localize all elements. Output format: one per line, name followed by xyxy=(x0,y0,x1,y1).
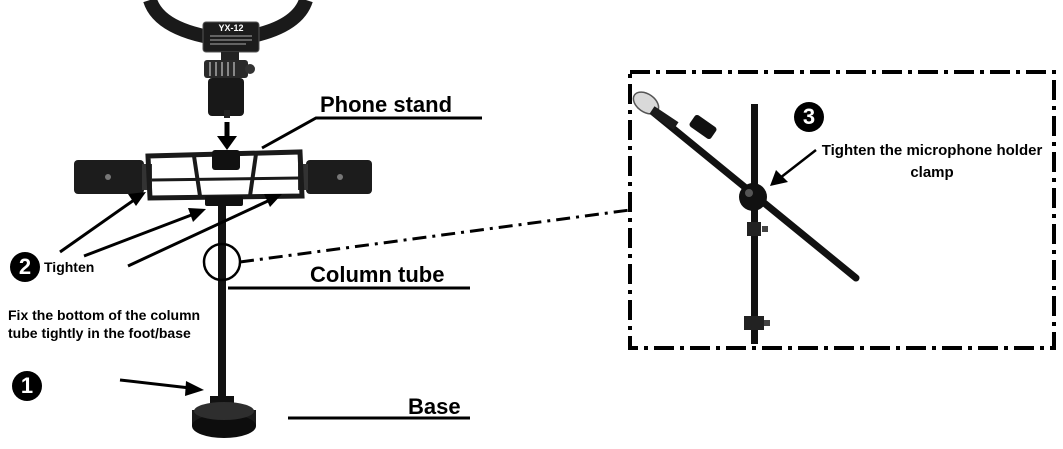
phone-stand-label: Phone stand xyxy=(320,92,453,117)
callout-lines xyxy=(228,116,631,420)
step-1-badge: 1 xyxy=(12,371,42,401)
step-3-badge: 3 xyxy=(794,102,824,132)
base-label: Base xyxy=(408,394,461,419)
zoom-detail-box xyxy=(628,70,1056,350)
down-arrow xyxy=(217,122,237,150)
column-tube xyxy=(202,204,242,400)
tighten-arrows xyxy=(59,192,282,268)
ring-light: YX-12 xyxy=(143,0,313,53)
step-2-badge: 2 xyxy=(10,252,40,282)
base xyxy=(192,396,256,438)
phone-stand-assembly xyxy=(74,149,372,206)
ring-model-text: YX-12 xyxy=(218,23,243,33)
column-tube-label: Column tube xyxy=(310,262,445,287)
tighten-label: Tighten xyxy=(44,259,95,275)
base-arrow xyxy=(119,378,204,396)
ball-head-mount xyxy=(204,52,255,118)
fix-bottom-instruction: Fix the bottom of the column tube tightl… xyxy=(8,307,201,341)
tighten-mic-instruction: Tighten the microphone holder clamp xyxy=(821,142,1043,181)
